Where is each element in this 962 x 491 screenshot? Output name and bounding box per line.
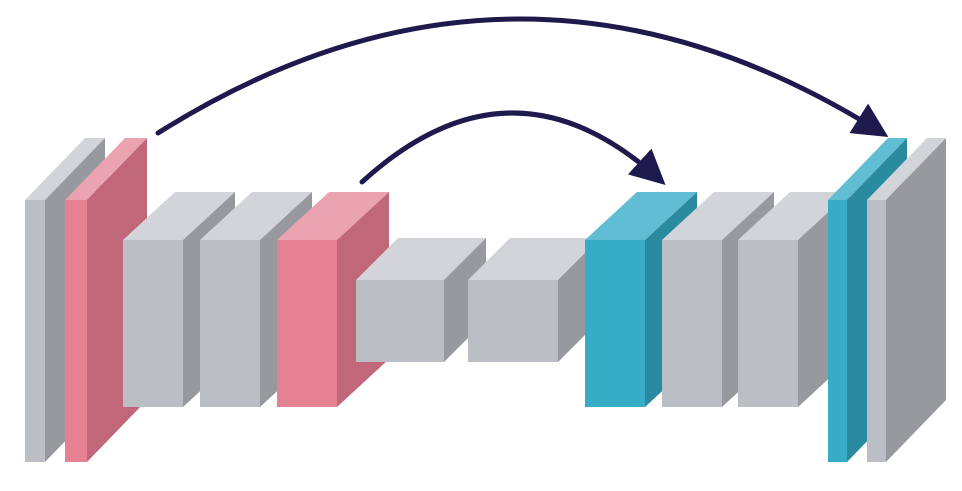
decoder-layer-1-front-face xyxy=(585,240,645,407)
encoder-layer-1-front-face xyxy=(65,200,87,462)
skip-connections xyxy=(155,16,889,186)
bottleneck-layer-1 xyxy=(356,238,486,362)
conv-layer-2-front-face xyxy=(200,240,260,407)
decoder-layer-2-front-face xyxy=(828,200,847,462)
bottleneck-layer-1-side-face xyxy=(444,238,486,362)
bottleneck-layer-2-top-face xyxy=(468,238,600,280)
conv-layer-2-top-face xyxy=(200,192,312,240)
bottleneck-layer-2 xyxy=(468,238,600,362)
output-layer-front-face xyxy=(867,200,886,462)
output-layer-side-face xyxy=(886,138,946,462)
skip-connection-outer-arrow xyxy=(155,16,889,137)
skip-connection-inner-arrow xyxy=(359,110,666,186)
bottleneck-layer-2-front-face xyxy=(468,280,558,362)
conv-layer-1-front-face xyxy=(123,240,183,407)
bottleneck-layer-1-front-face xyxy=(356,280,444,362)
output-layer-top-face xyxy=(867,138,946,200)
encoder-layer-2-front-face xyxy=(277,240,337,407)
conv-layer-3-top-face xyxy=(662,192,774,240)
conv-layer-1-top-face xyxy=(123,192,235,240)
encoder-layer-2-top-face xyxy=(277,192,389,240)
network-blocks xyxy=(25,138,946,462)
input-layer-top-face xyxy=(25,138,105,200)
encoder-layer-1-top-face xyxy=(65,138,147,200)
conv-layer-4-top-face xyxy=(738,192,850,240)
input-layer-front-face xyxy=(25,200,45,462)
bottleneck-layer-1-top-face xyxy=(356,238,486,280)
conv-layer-4-front-face xyxy=(738,240,798,407)
decoder-layer-2-top-face xyxy=(828,138,907,200)
decoder-layer-1-top-face xyxy=(585,192,697,240)
conv-layer-3-front-face xyxy=(662,240,722,407)
output-layer xyxy=(867,138,946,462)
